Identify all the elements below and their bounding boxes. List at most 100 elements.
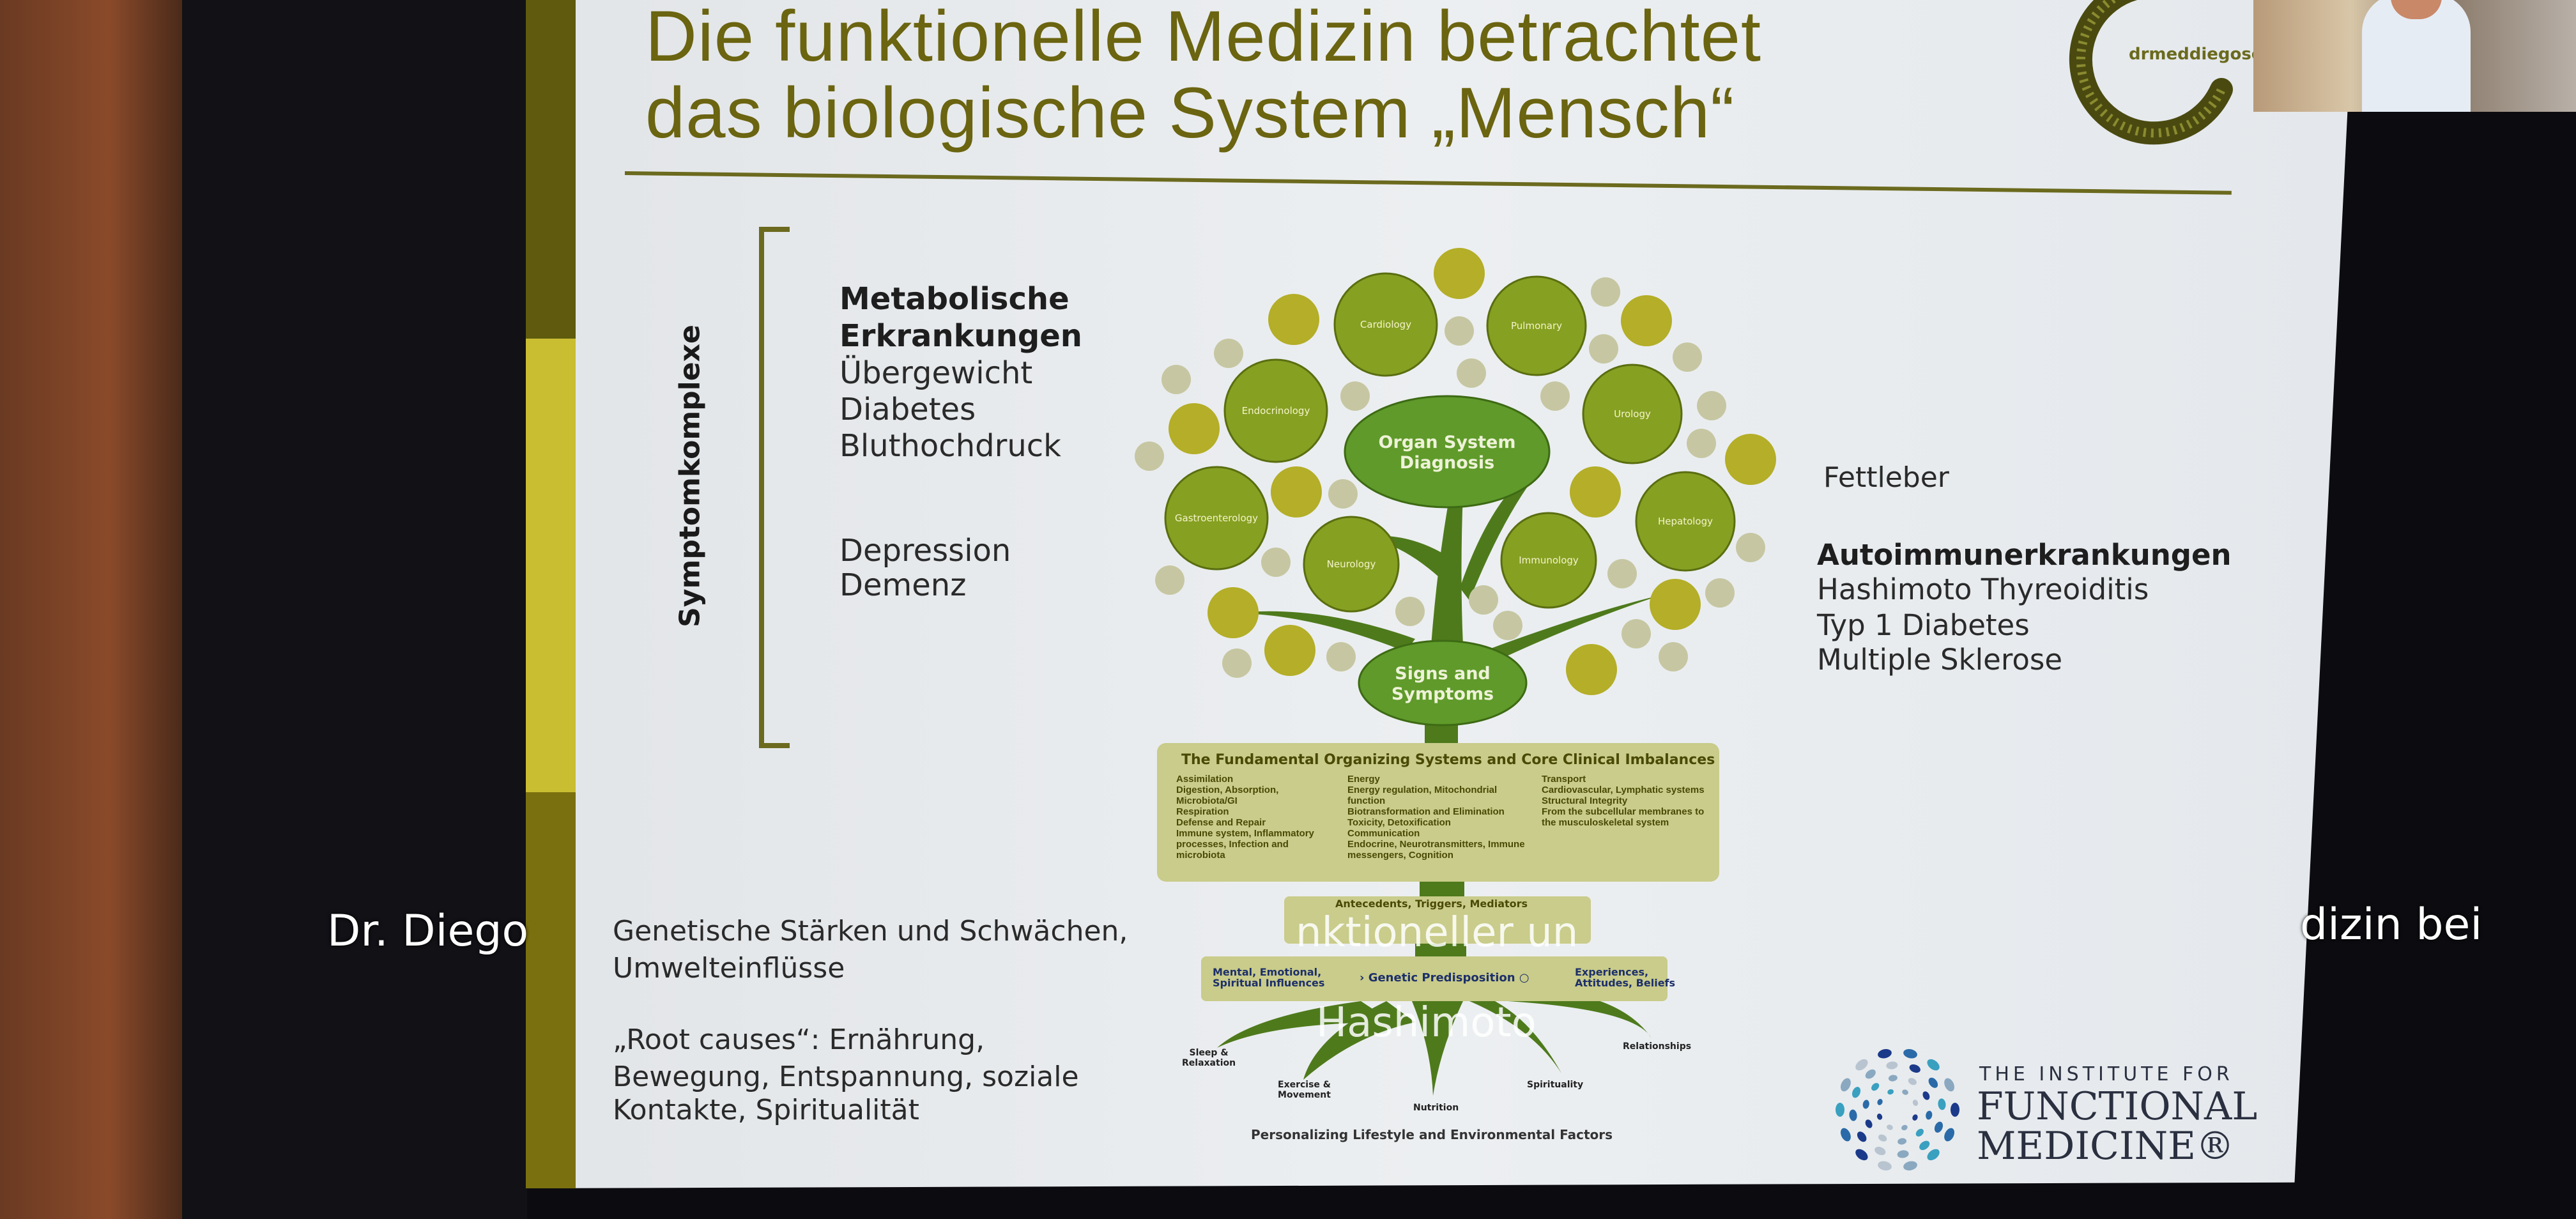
medium-leaf [1650,579,1701,630]
webcam-thumbnail[interactable] [2253,0,2576,112]
fundamental-item: Energy regulation, Mitochondrial functio… [1347,785,1498,806]
medium-leaf [1271,466,1322,518]
left-item: Übergewicht [839,355,1033,391]
bottom-left-text: Umwelteinflüsse [613,952,845,985]
bottom-left-text: „Root causes“: Ernährung, [613,1023,985,1056]
specialty-circle [1500,512,1597,609]
ifm-logo-dot [1855,1059,1868,1071]
small-leaf [1621,619,1651,648]
specialty-label: Immunology [1519,555,1579,566]
small-leaf [1687,429,1716,458]
signs-and-symptoms-label: Signs and [1395,664,1491,684]
small-leaf [1697,391,1726,420]
ifm-logo-dot [1944,1078,1954,1092]
caption-overlay: Hashimoto [1316,999,1537,1046]
medium-leaf [1434,248,1485,299]
ifm-logo-dot [1877,1099,1883,1105]
subtitle-left: Dr. Diego [327,906,529,956]
right-item: Hashimoto Thyreoiditis [1817,572,2149,606]
specialty-circle [1164,466,1269,571]
medium-leaf [1264,625,1315,676]
caption-overlay: nktioneller un [1296,909,1579,956]
small-leaf [1261,548,1291,577]
fundamental-item: Immune system, Inflammatory [1176,828,1314,839]
fundamental-item: messengers, Cognition [1347,850,1453,861]
small-leaf [1395,597,1425,626]
ifm-logo-dot [1915,1128,1924,1137]
ifm-logo-dot [1951,1103,1959,1117]
slide-stripe [526,0,576,339]
right-item: Multiple Sklerose [1817,643,2063,677]
ifm-logo-dot [1901,1124,1908,1131]
small-leaf [1340,381,1370,411]
ifm-logo-dot [1927,1149,1940,1161]
specialty-circle [1582,364,1683,464]
small-leaf [1736,533,1765,562]
left-heading-1: Metabolische [839,281,1070,317]
ifm-logo-dot [1876,1113,1883,1120]
ifm-logo-dot [1903,1161,1917,1170]
logo-text: drmeddiegosch [2129,45,2273,64]
tree-roots [1217,882,1652,1096]
ifm-logo-dot [1855,1149,1868,1161]
specialty-label: Gastroenterology [1175,512,1258,524]
ifm-logo-dot [1857,1131,1867,1142]
roots-box-right: Experiences,Attitudes, Beliefs [1575,966,1676,989]
ifm-logo-dot [1934,1121,1943,1133]
small-leaf [1607,559,1637,588]
left-heading-2: Erkrankungen [839,318,1082,354]
small-leaf [1469,585,1498,615]
ifm-logo-dot [1903,1049,1917,1059]
medium-leaf [1725,434,1776,485]
right-item: Typ 1 Diabetes [1817,608,2030,642]
small-leaf [1540,381,1570,411]
ifm-logo [1830,1048,1965,1172]
ifm-logo-dot [1841,1128,1851,1142]
ifm-logo-dot [1886,1061,1898,1070]
ifm-logo-dot [1897,1150,1909,1158]
ifm-logo-dot [1865,1069,1876,1079]
antecedents-box: Antecedents, Triggers, Mediators [1284,896,1591,944]
small-leaf [1162,365,1191,394]
fundamental-item: Cardiovascular, Lymphatic systems [1542,785,1705,795]
bottom-left-text: Bewegung, Entspannung, soziale [613,1061,1079,1093]
left-item: Demenz [839,567,967,603]
ifm-logo-dot [1887,1124,1893,1130]
fundamental-item: Digestion, Absorption, Microbiota/GI [1176,785,1279,806]
fundamental-item: processes, Infection and microbiota [1176,839,1289,861]
fundamental-systems-box: The Fundamental Organizing Systems and C… [1157,743,1719,882]
ifm-logo-dot [1849,1109,1857,1121]
ifm-logo-dot [1912,1114,1918,1121]
ifm-logo-dot [1841,1078,1851,1092]
fundamental-item: Defense and Repair [1176,817,1266,828]
ifm-logo-dot [1928,1077,1938,1088]
ifm-logo-dot [1878,1161,1892,1170]
slide-stripe [526,792,576,1188]
ifm-logo-dot [1909,1064,1920,1073]
fundamental-box-title: The Fundamental Organizing Systems and C… [1181,752,1715,768]
specialty-label: Urology [1614,408,1651,420]
subtitle-right: dizin bei [2300,900,2483,950]
medium-leaf [1208,587,1259,638]
ifm-logo-icon [1835,1049,1959,1170]
ifm-logo-dot [1912,1100,1919,1107]
left-item: Diabetes [839,392,976,427]
ifm-logo-dot [1938,1098,1946,1110]
ifm-logo-dot [1862,1100,1869,1109]
small-leaf [1214,339,1243,368]
ifm-logo-dot [1897,1138,1907,1145]
ifm-logo-dot [1922,1091,1930,1100]
small-leaf [1705,578,1735,608]
signs-and-symptoms-label: Symptoms [1392,684,1494,704]
specialty-circle [1333,272,1438,377]
medium-leaf [1570,466,1621,518]
fundamental-item: Biotransformation and Elimination [1347,806,1505,817]
medium-leaf [1621,295,1672,346]
small-leaf [1155,565,1184,595]
specialty-label: Hepatology [1658,516,1713,527]
specialty-label: Pulmonary [1511,320,1562,332]
drmeddiegosch-logo: drmeddiegosch [2065,0,2273,147]
